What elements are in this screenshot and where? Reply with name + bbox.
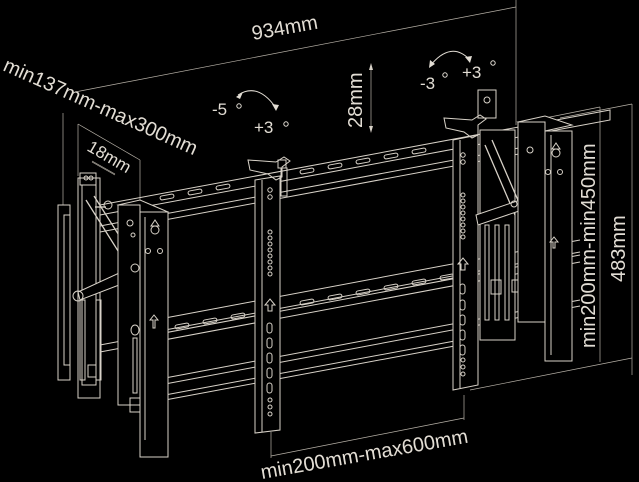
horizontal-spacing-label: min200mm-max600mm	[259, 426, 470, 482]
height-adjust-arrow	[369, 63, 373, 133]
tilt-left-minus-label: -5	[212, 100, 227, 119]
vertical-spacing-label: min200mm-min450mm	[578, 144, 600, 349]
width-dimension	[74, 0, 517, 125]
bottom-dimension-lines	[270, 395, 465, 458]
height-adjust-label: 28mm	[345, 72, 367, 128]
right-dimension-lines	[469, 103, 633, 391]
right-front-bracket	[516, 115, 574, 362]
left-tv-strap	[247, 156, 291, 434]
left-front-bracket	[116, 199, 170, 458]
overall-height-label: 483mm	[608, 215, 630, 282]
tilt-left-plus-label: +3	[254, 118, 273, 137]
tilt-arc-left	[236, 90, 279, 111]
tilt-right-minus-label: -3	[420, 74, 435, 93]
tilt-arc-right	[429, 50, 472, 68]
width-label: 934mm	[250, 12, 320, 45]
tilt-right-plus-label: +3	[462, 63, 481, 82]
right-tv-strap	[443, 89, 497, 391]
